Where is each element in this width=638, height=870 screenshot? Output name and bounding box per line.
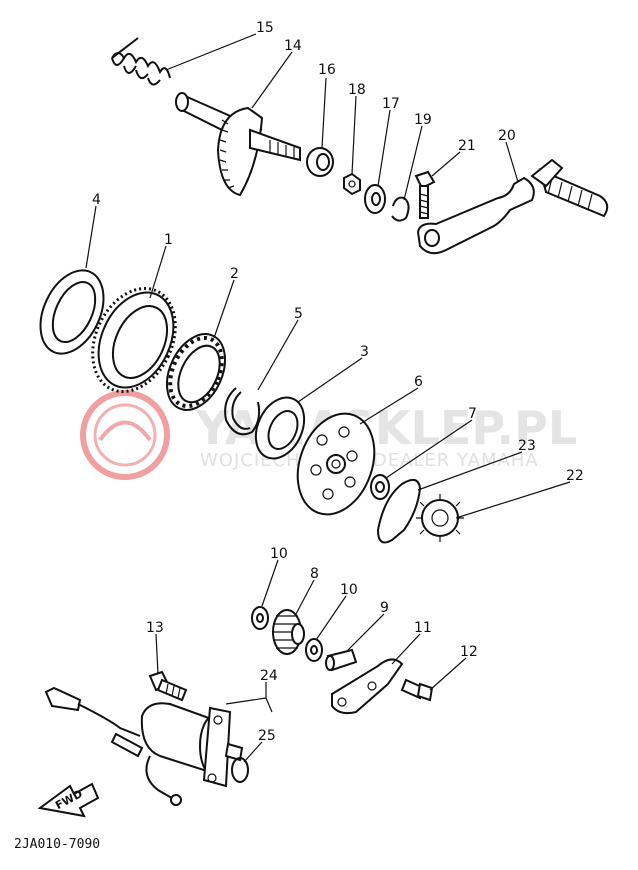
part-7-washer [370, 474, 390, 500]
part-14-kick-shaft [175, 92, 301, 197]
callout-6: 6 [414, 374, 423, 390]
part-1-ring-gear [91, 286, 177, 394]
part-9-shaft [325, 648, 358, 672]
part-13-bolt [148, 670, 188, 702]
callout-19: 19 [414, 112, 432, 128]
callout-11: 11 [414, 620, 432, 636]
leader-lines [85, 33, 571, 763]
part-6-starter-wheel [296, 412, 376, 516]
watermark-logo-icon [80, 390, 170, 480]
part-5-circlip [224, 387, 261, 436]
part-10-washer-b [305, 638, 323, 662]
callout-5: 5 [294, 306, 303, 322]
part-8-idler-gear [272, 609, 305, 655]
part-20-kick-lever [416, 158, 609, 255]
part-25-o-ring [231, 757, 249, 783]
callout-7: 7 [468, 406, 477, 422]
callout-13: 13 [146, 620, 164, 636]
callout-10a: 10 [270, 546, 288, 562]
part-22-sprocket [416, 494, 464, 542]
callout-22: 22 [566, 468, 584, 484]
part-12-bolt [400, 678, 434, 702]
callout-4: 4 [92, 192, 101, 208]
part-24-starter-motor [44, 686, 244, 806]
callout-24: 24 [260, 668, 278, 684]
callout-3: 3 [360, 344, 369, 360]
part-11-plate [331, 658, 404, 715]
callout-2: 2 [230, 266, 239, 282]
part-3-bearing [254, 396, 306, 460]
callout-20: 20 [498, 128, 516, 144]
callout-1: 1 [164, 232, 173, 248]
part-2-one-way-clutch [165, 333, 227, 411]
diagram-code: 2JA010-7090 [14, 837, 100, 852]
callout-10b: 10 [340, 582, 358, 598]
callout-17: 17 [382, 96, 400, 112]
part-16-collar [306, 147, 334, 177]
part-17-washer [364, 184, 386, 214]
part-19-circlip [391, 196, 410, 222]
callout-12: 12 [460, 644, 478, 660]
callout-8: 8 [310, 566, 319, 582]
callout-labels: 15 14 16 18 17 19 21 20 4 1 2 5 3 6 7 23… [92, 20, 584, 744]
part-21-bolt [414, 170, 436, 219]
callout-21: 21 [458, 138, 476, 154]
callout-9: 9 [380, 600, 389, 616]
callout-18: 18 [348, 82, 366, 98]
callout-15: 15 [256, 20, 274, 36]
part-10-washer-a [251, 606, 269, 630]
callout-25: 25 [258, 728, 276, 744]
part-4-oil-seal [39, 269, 105, 355]
fwd-arrow-icon: FWD [37, 782, 100, 818]
part-23-chain [376, 478, 422, 544]
part-18-nut [343, 172, 361, 196]
callout-16: 16 [318, 62, 336, 78]
callout-14: 14 [284, 38, 302, 54]
callout-23: 23 [518, 438, 536, 454]
part-15-spring [111, 37, 171, 86]
